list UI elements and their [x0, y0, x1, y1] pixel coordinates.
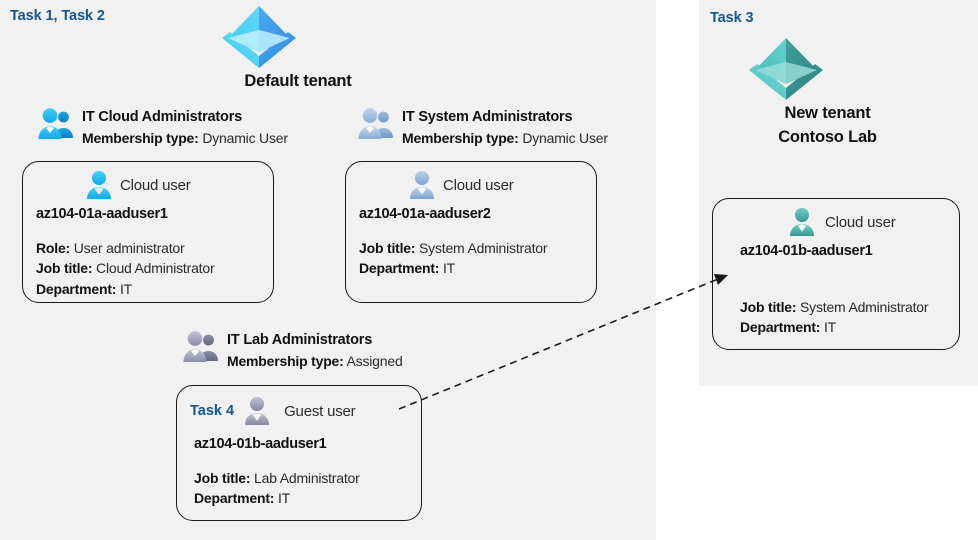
task-label-1-2: Task 1, Task 2	[10, 8, 105, 24]
user-card-az104-01b-aaduser1[interactable]: Cloud user az104-01b-aaduser1 Job title:…	[712, 198, 960, 350]
group-membership-type-value: Assigned	[346, 352, 403, 369]
group-membership-type-label: Membership type:	[402, 129, 519, 146]
card-property-label: Department:	[740, 319, 821, 336]
card-property-row: Job title: Lab Administrator	[194, 468, 421, 488]
card-property-value: Lab Administrator	[254, 470, 360, 486]
card-property-row: Department: IT	[740, 317, 959, 337]
group-users-icon	[37, 107, 75, 141]
card-properties: Role: User administrator Job title: Clou…	[36, 238, 273, 299]
user-card-az104-01a-aaduser1[interactable]: Cloud user az104-01a-aaduser1 Role: User…	[22, 161, 274, 303]
card-property-row: Department: IT	[194, 488, 421, 508]
group-membership-type: Membership type: Dynamic User	[402, 128, 608, 148]
card-upn: az104-01a-aaduser1	[36, 206, 168, 222]
card-property-label: Job title:	[740, 299, 797, 315]
default-tenant-panel	[0, 0, 656, 540]
card-property-label: Department:	[359, 260, 440, 277]
task-label-4: Task 4	[190, 403, 235, 419]
card-user-kind: Cloud user	[120, 176, 191, 194]
card-property-label: Job title:	[359, 240, 416, 256]
cloud-user-icon	[785, 207, 819, 237]
group-name: IT Cloud Administrators	[82, 109, 243, 125]
tenant-new-title-line1: New tenant	[784, 104, 871, 122]
group-users-icon	[182, 330, 220, 364]
card-user-kind: Cloud user	[825, 213, 896, 231]
new-tenant-panel	[699, 0, 978, 386]
card-property-value: System Administrator	[800, 299, 929, 315]
card-property-row: Job title: System Administrator	[740, 297, 959, 317]
card-property-label: Department:	[194, 490, 275, 507]
card-upn: az104-01b-aaduser1	[194, 436, 327, 452]
card-header: Cloud user	[82, 170, 273, 200]
card-header: Cloud user	[785, 207, 959, 237]
tenant-default-title: Default tenant	[244, 72, 352, 90]
card-property-value: IT	[442, 260, 456, 277]
card-property-value: System Administrator	[419, 240, 548, 256]
card-properties: Job title: System Administrator Departme…	[359, 238, 596, 279]
group-membership-type: Membership type: Assigned	[227, 351, 403, 371]
card-header: Cloud user	[405, 170, 596, 200]
card-property-label: Department:	[36, 280, 117, 297]
tenant-new: New tenant Contoso Lab	[745, 32, 910, 150]
group-name: IT System Administrators	[402, 109, 573, 125]
tenant-new-title-line2: Contoso Lab	[778, 127, 877, 146]
card-property-value: Cloud Administrator	[96, 260, 215, 277]
card-properties: Job title: Lab Administrator Department:…	[194, 468, 421, 509]
card-property-value: IT	[823, 319, 837, 336]
card-property-label: Job title:	[194, 470, 251, 486]
group-it-system-administrators: IT System Administrators Membership type…	[357, 107, 608, 148]
card-property-label: Job title:	[36, 260, 93, 277]
user-card-az104-01a-aaduser2[interactable]: Cloud user az104-01a-aaduser2 Job title:…	[345, 161, 597, 303]
card-property-row: Department: IT	[36, 279, 273, 299]
card-upn: az104-01b-aaduser1	[740, 243, 873, 259]
card-property-label: Role:	[36, 240, 71, 256]
user-card-guest-az104-01b-aaduser1[interactable]: Task 4 Guest user az104-01b-aaduser1	[176, 385, 422, 521]
card-property-row: Role: User administrator	[36, 238, 273, 258]
cloud-user-icon	[405, 170, 439, 200]
cloud-user-icon	[82, 170, 116, 200]
card-property-value: User administrator	[73, 240, 185, 256]
group-membership-type-label: Membership type:	[82, 129, 199, 146]
group-membership-type-value: Dynamic User	[522, 129, 608, 146]
group-it-cloud-administrators: IT Cloud Administrators Membership type:…	[37, 107, 288, 148]
card-property-value: IT	[119, 280, 133, 297]
card-upn: az104-01a-aaduser2	[359, 206, 491, 222]
card-property-row: Department: IT	[359, 258, 596, 278]
card-user-kind: Guest user	[284, 402, 356, 420]
card-properties: Job title: System Administrator Departme…	[740, 297, 959, 338]
group-it-lab-administrators: IT Lab Administrators Membership type: A…	[182, 330, 403, 371]
group-users-icon	[357, 107, 395, 141]
task-label-3: Task 3	[710, 10, 754, 26]
group-membership-type: Membership type: Dynamic User	[82, 128, 288, 148]
card-property-value: IT	[277, 490, 291, 507]
entra-tenant-icon	[745, 32, 910, 102]
card-header: Task 4 Guest user	[190, 396, 421, 426]
card-property-row: Job title: System Administrator	[359, 238, 596, 258]
group-membership-type-label: Membership type:	[227, 352, 344, 369]
guest-user-icon	[240, 396, 274, 426]
tenant-default: Default tenant	[218, 2, 378, 94]
card-user-kind: Cloud user	[443, 176, 514, 194]
card-property-row: Job title: Cloud Administrator	[36, 258, 273, 278]
group-name: IT Lab Administrators	[227, 332, 373, 348]
entra-tenant-icon	[218, 2, 378, 70]
group-membership-type-value: Dynamic User	[202, 129, 288, 146]
